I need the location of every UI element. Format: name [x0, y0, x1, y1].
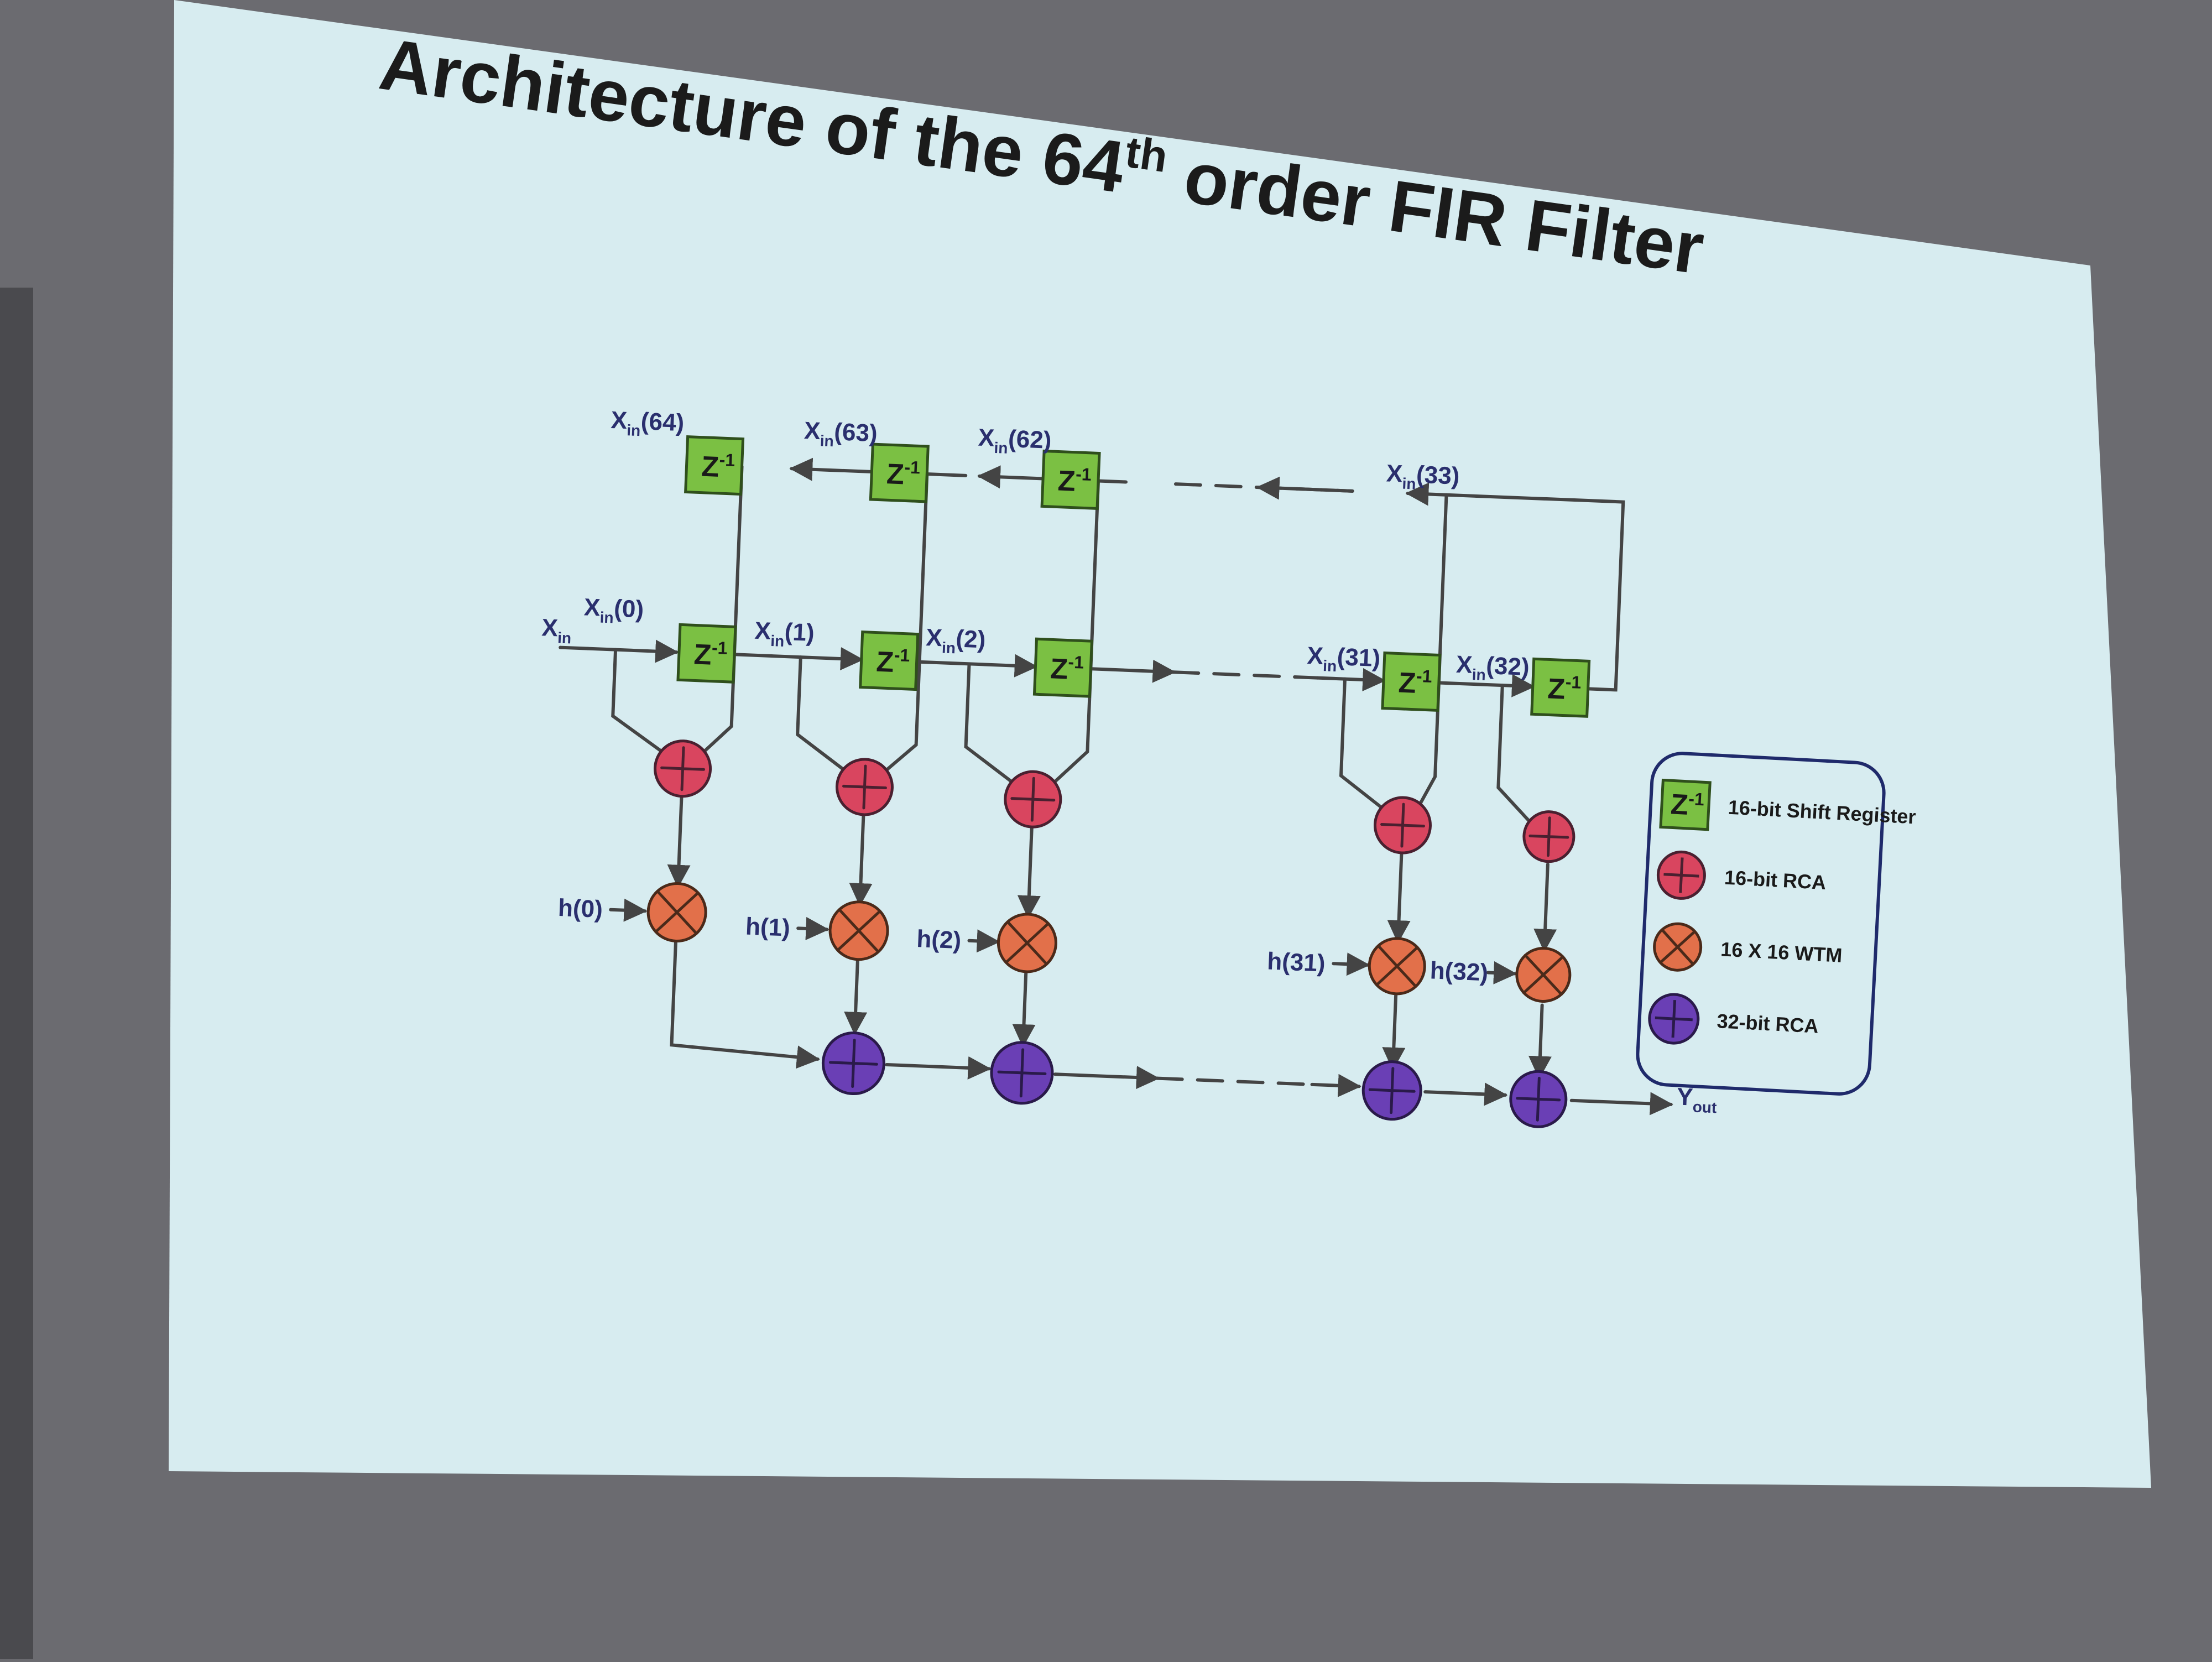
tap-label: Xin(1) [754, 617, 815, 651]
tap-label: Xin(63) [804, 417, 878, 451]
svg-text:Z-1: Z-1 [701, 449, 735, 484]
svg-text:Z-1: Z-1 [875, 644, 910, 679]
delay-block: Z-1 [684, 435, 745, 496]
delay-block: Z-1 [1381, 651, 1442, 712]
multiplier-icon [646, 882, 707, 943]
tap-label: Xin(32) [1455, 651, 1530, 685]
tap-label: Xin(64) [610, 407, 685, 441]
delay-block: Z-1 [1040, 449, 1101, 510]
wires [559, 457, 1673, 1116]
left-frame [0, 288, 33, 1659]
svg-text:Z-1: Z-1 [1670, 788, 1705, 822]
delay-block: Z-1 [1530, 657, 1591, 718]
signal-labels: Xin Xin(64) Xin(63) Xin(62) Xin(33) Xin(… [541, 407, 1717, 1116]
adder-32-icon [1648, 993, 1700, 1045]
adders-16bit [654, 739, 1575, 863]
fir-diagram: Z-1 Z-1 Z-1 Z-1 Z-1 Z-1 Z-1 Z-1 [541, 407, 1717, 1128]
adder-32-icon [1361, 1060, 1422, 1121]
adder-32-icon [990, 1041, 1054, 1105]
multiplier-icon [1515, 946, 1572, 1003]
legend: Z-1 16-bit Shift Register 16-bit RCA 16 … [1636, 752, 1917, 1096]
delay-block: Z-1 [1032, 637, 1093, 698]
tap-label: Xin(31) [1306, 642, 1381, 676]
adder-32-icon [1509, 1070, 1568, 1128]
multiplier-icon [1653, 922, 1703, 972]
multiplier-icon [1368, 937, 1426, 996]
tap-label: Xin(62) [978, 424, 1052, 459]
delay-blocks: Z-1 Z-1 Z-1 Z-1 Z-1 Z-1 Z-1 Z-1 [676, 435, 1591, 718]
svg-text:Z-1: Z-1 [693, 637, 728, 671]
shift-register-icon: Z-1 [1659, 778, 1712, 831]
multiplier-icon [828, 900, 889, 961]
adder-16-icon [654, 739, 712, 798]
tap-label: Xin(33) [1386, 460, 1460, 494]
tap-label: Xin(0) [583, 593, 644, 627]
legend-frame [1636, 752, 1886, 1096]
adder-16-icon [1522, 810, 1575, 863]
adder-16-icon [1656, 850, 1706, 900]
adder-32-icon [821, 1031, 885, 1096]
svg-text:Z-1: Z-1 [886, 456, 921, 491]
coefficient-label: h(2) [916, 925, 962, 954]
delay-block: Z-1 [676, 623, 737, 684]
coefficient-label: h(1) [745, 913, 791, 942]
delay-block: Z-1 [869, 442, 930, 503]
tap-label: Xin(2) [925, 624, 986, 658]
svg-text:Z-1: Z-1 [1050, 651, 1084, 686]
adder-16-icon [1373, 796, 1432, 855]
legend-label-adder-32: 32-bit RCA [1717, 1009, 1819, 1038]
coefficient-label: h(32) [1430, 957, 1489, 986]
adders-32bit [821, 1031, 1568, 1128]
adder-16-icon [1004, 770, 1062, 829]
adder-16-icon [835, 758, 894, 816]
coefficient-label: h(0) [557, 894, 603, 923]
input-label: Xin [541, 614, 572, 647]
projected-slide [169, 0, 2151, 1488]
multipliers [646, 882, 1572, 1003]
delay-block: Z-1 [859, 630, 920, 691]
coefficient-label: h(31) [1266, 947, 1326, 977]
multiplier-icon [997, 913, 1057, 973]
svg-text:Z-1: Z-1 [1547, 671, 1582, 706]
svg-text:Z-1: Z-1 [1057, 463, 1092, 498]
legend-label-adder-16: 16-bit RCA [1724, 866, 1827, 894]
svg-text:Z-1: Z-1 [1398, 665, 1433, 700]
